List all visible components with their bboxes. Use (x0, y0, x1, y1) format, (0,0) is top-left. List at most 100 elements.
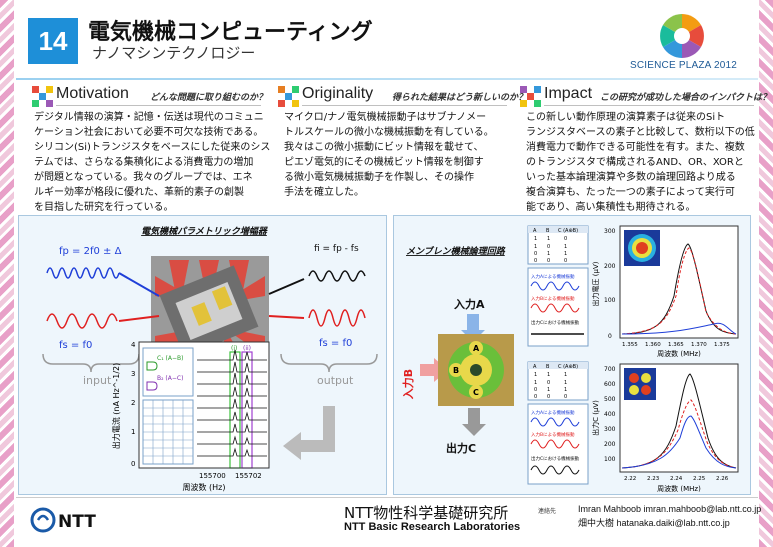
poster-number-badge: 14 (28, 18, 78, 64)
pixel-mark-icon (278, 86, 299, 107)
output-c-arrow (468, 408, 480, 424)
pixel-mark-icon (32, 86, 53, 107)
table-cell: 0 (534, 394, 537, 400)
motivation-title: Motivation (56, 85, 129, 102)
event-logo-text: SCIENCE PLAZA 2012 (630, 60, 737, 71)
originality-title: Originality (302, 85, 374, 102)
text-line: デジタル情報の演算・記憶・伝送は現代のコミュニ (34, 112, 264, 123)
table-cell: 1 (564, 372, 567, 378)
table-cell: 1 (547, 236, 550, 242)
x-axis-label: 周波数 (Hz) (183, 482, 226, 492)
table-cell: 0 (564, 394, 567, 400)
impact-body: この新しい動作原理の演算素子は従来のSiト ランジスタベースの素子と比較して、数… (526, 110, 755, 215)
impact-question: この研究が成功した場合のインパクトは？ (600, 93, 772, 103)
x-tick-label: 1.375 (714, 342, 730, 348)
output-brace (280, 353, 378, 373)
wave-label: 入力Aによる機械振動 (531, 273, 575, 280)
y-tick-label: 2 (131, 399, 135, 407)
table-cell: 0 (547, 380, 550, 386)
decorative-stripe-left (0, 0, 14, 547)
input-brace (42, 353, 140, 373)
truth-table-bottom: A B C (A⊕B) 1 1 1 1 0 1 0 1 1 0 0 0 (527, 361, 589, 401)
y-tick-label: 400 (604, 411, 616, 418)
section-underline (544, 105, 754, 106)
y-tick-label: 200 (604, 441, 616, 448)
signal-frequency-label: fs = f0 (59, 340, 92, 351)
resonance-plot-top: 300 200 100 0 出力電圧 (μV) 1.355 1.360 1.36… (591, 225, 739, 358)
table-cell: 0 (547, 244, 550, 250)
text-line: が問題となっている。我々のグループでは、エネ (34, 172, 253, 183)
pump-arrow (118, 272, 160, 297)
motivation-question: どんな問題に取り組むのか？ (150, 93, 268, 103)
table-header: A (533, 228, 537, 234)
table-cell: 1 (564, 251, 567, 257)
ntt-logo-icon: NTT (30, 507, 96, 533)
table-cell: 0 (534, 387, 537, 393)
and-gate-icon (146, 381, 158, 391)
table-cell: 0 (534, 251, 537, 257)
originality-question: 得られた結果はどう新しいのか？ (392, 93, 528, 103)
text-line: 手法を確立した。 (284, 187, 364, 198)
ntt-logo-text: NTT (58, 512, 96, 532)
text-line: シリコン(Si)トランジスタをベースにした従来のシス (34, 142, 271, 153)
amplified-wave (308, 309, 366, 327)
text-line: る微小電気機械振動子を作製し、その操作 (284, 172, 474, 183)
node-label: B (453, 366, 459, 375)
input-a-arrow (467, 314, 479, 330)
x-tick-label: 155702 (235, 472, 262, 480)
y-axis-label: 出力電圧 (μV) (591, 261, 600, 306)
membrane-logic-figure: メンブレン機械論理回路 入力A 入力B A B C 出力C (393, 215, 751, 495)
x-tick-label: 2.25 (693, 476, 706, 482)
membrane-device: A B C (438, 334, 514, 406)
wave-box-bottom: 入力Aによる機械振動 入力Bによる機械振動 出力Cにおける機械振動 (527, 403, 589, 485)
figure-title: 電気機械パラメトリック増幅器 (141, 226, 268, 237)
text-line: マイクロ/ナノ電気機械振動子はサブナノメー (284, 112, 487, 123)
pump-wave (46, 267, 120, 279)
spectrum-plot: 4 3 2 1 0 出力電流 (nA Hz^-1/2) (i) (ii) (111, 341, 270, 492)
y-tick-label: 100 (604, 297, 616, 304)
page-title: 電気機械コンピューティング (88, 20, 373, 45)
text-line: を目指した研究を行っている。 (34, 202, 174, 213)
y-tick-label: 700 (604, 366, 616, 373)
text-line: いった基本論理演算や多数の論理回路より成る (526, 172, 736, 183)
table-header: C (A⊕B) (558, 364, 578, 370)
table-cell: 1 (547, 387, 550, 393)
pump-frequency-label: fp = 2f0 ± Δ (59, 246, 122, 257)
table-cell: 1 (534, 372, 537, 378)
page-subtitle: ナノマシンテクノロジー (92, 44, 256, 62)
section-underline (56, 105, 261, 106)
y-tick-label: 500 (604, 396, 616, 403)
idler-arrow (268, 278, 305, 295)
contact-line: 畑中大樹 hatanaka.daiki@lab.ntt.co.jp (578, 518, 730, 528)
amplifier-diagram: 電気機械パラメトリック増幅器 fp = 2f0 ± Δ fs = f0 fi =… (42, 226, 378, 492)
figure-title: メンブレン機械論理回路 (406, 246, 506, 257)
table-cell: 1 (534, 244, 537, 250)
gate-legend-box (142, 347, 194, 397)
parametric-amplifier-figure: 電気機械パラメトリック増幅器 fp = 2f0 ± Δ fs = f0 fi =… (18, 215, 387, 495)
text-line: 消費電力で動作できる可能性を有す。また、複数 (526, 142, 745, 153)
output-c-label: 出力C (446, 441, 476, 455)
input-a-label: 入力A (454, 297, 485, 311)
output-frequency-label: fs = f0 (319, 338, 352, 349)
output-signal-arrow (268, 315, 305, 319)
truth-table-top: A B C (A⊕B) 1 1 0 1 0 1 0 1 1 0 0 0 (527, 225, 589, 265)
x-tick-label: 2.24 (670, 476, 683, 482)
lab-name-en: NTT Basic Research Laboratories (344, 521, 521, 533)
input-b-label: 入力B (401, 369, 415, 399)
y-tick-label: 0 (131, 460, 135, 468)
x-tick-label: 2.26 (716, 476, 729, 482)
idler-frequency-label: fi = fp - fs (314, 244, 359, 254)
y-tick-label: 100 (604, 456, 616, 463)
table-cell: 0 (564, 258, 567, 264)
motivation-body: デジタル情報の演算・記憶・伝送は現代のコミュニ ケーション社会において必要不可欠… (34, 110, 270, 215)
originality-heading: Originality 得られた結果はどう新しいのか？ (278, 85, 527, 108)
y-axis-label: 出力電流 (nA Hz^-1/2) (111, 363, 121, 450)
originality-body: マイクロ/ナノ電気機械振動子はサブナノメー トルスケールの微小な機械振動を有して… (284, 110, 494, 200)
table-cell: 1 (564, 387, 567, 393)
y-axis-label: 出力C (μV) (591, 400, 600, 436)
signal-arrow (118, 315, 160, 322)
motivation-heading: Motivation どんな問題に取り組むのか？ (32, 85, 268, 108)
text-line: テムでは、さらなる集積化による消費電力の増加 (34, 157, 254, 168)
return-arrow (299, 406, 335, 452)
table-header: B (546, 228, 550, 234)
